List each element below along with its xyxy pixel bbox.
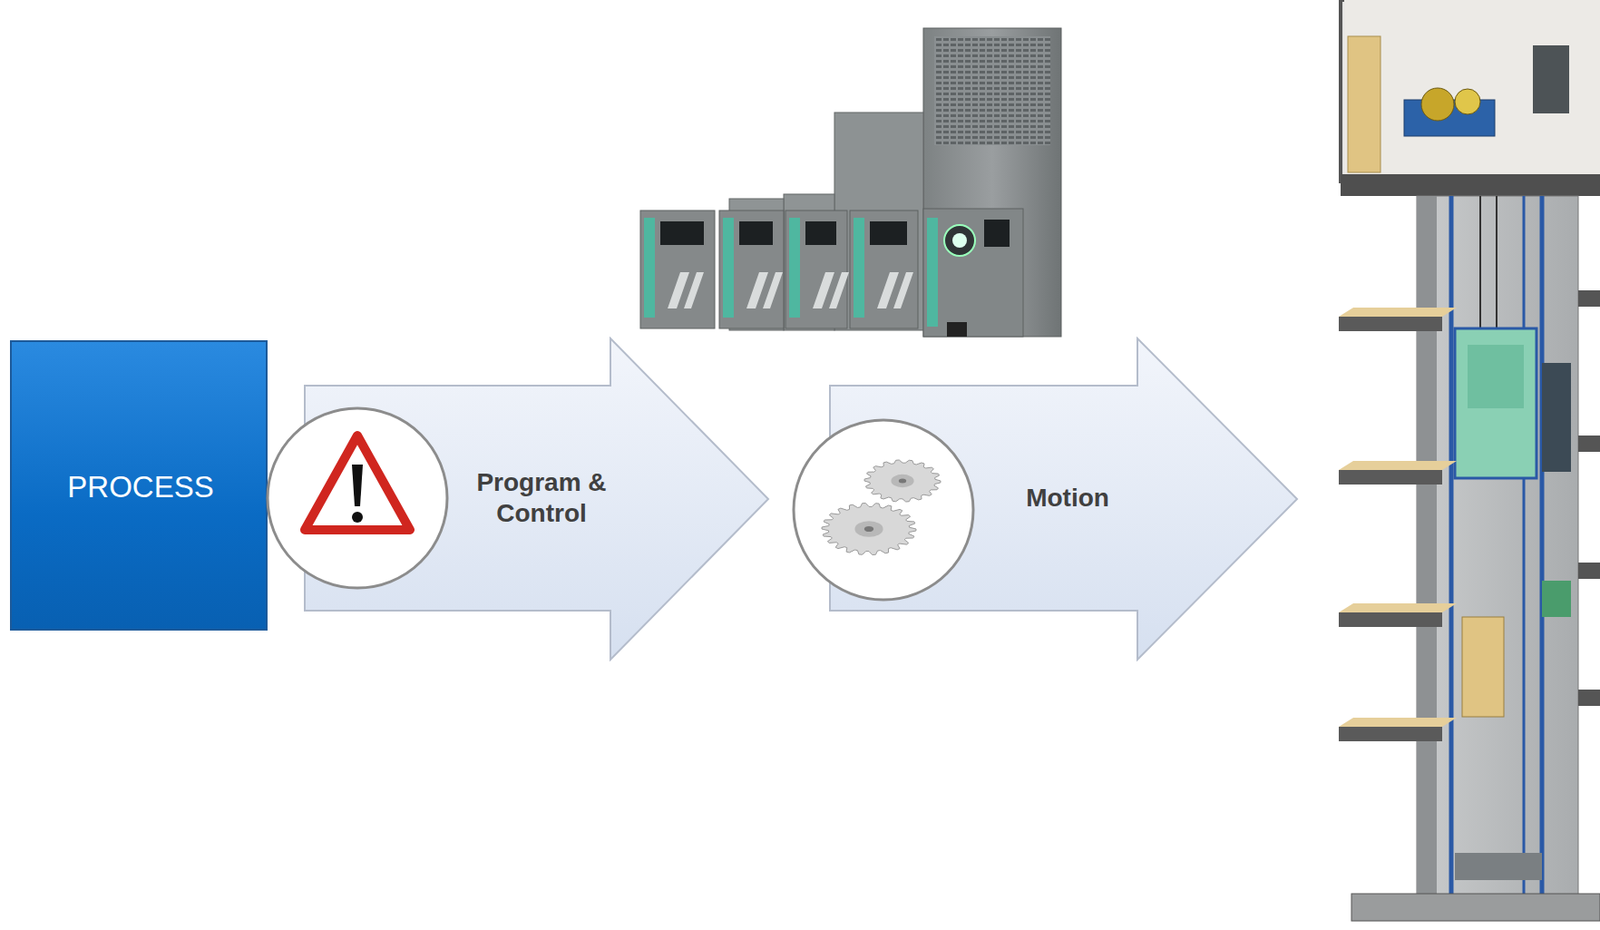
gears-badge [793,419,974,600]
process-box: PROCESS [9,340,268,631]
elevator-shaft [1338,0,1600,921]
warning-badge [267,408,448,588]
process-label: PROCESS [22,468,259,506]
arrow-label: Motion [985,482,1150,514]
flow-arrow: Program & Control [302,336,771,662]
flow-arrow: Motion [828,336,1299,662]
drive-units [640,28,1062,337]
arrow-label: Program & Control [459,467,624,528]
